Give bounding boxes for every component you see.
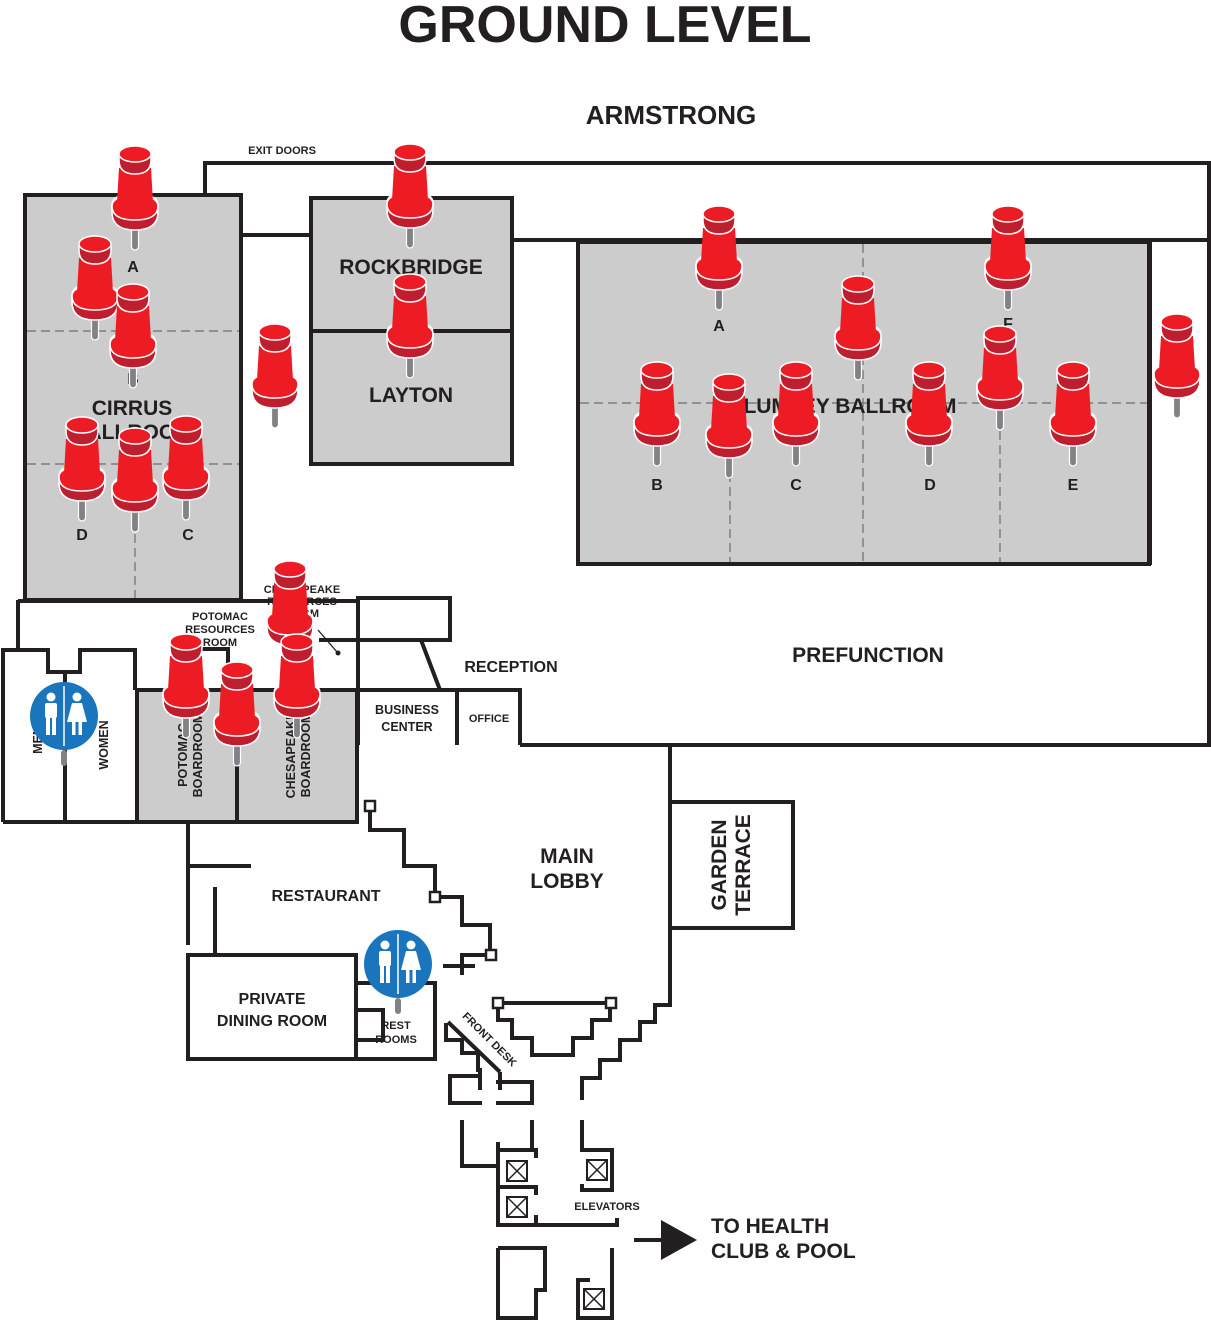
label-business-2: CENTER <box>381 720 432 734</box>
garden-terrace[interactable] <box>668 800 795 930</box>
label-business-1: BUSINESS <box>375 703 439 717</box>
cirrus-room[interactable] <box>23 193 243 602</box>
reception-counter <box>319 596 452 745</box>
page-title: GROUND LEVEL <box>398 0 811 54</box>
lobby-stage <box>496 1003 612 1057</box>
cirrus-section-d: D <box>76 527 88 544</box>
label-armstrong: ARMSTRONG <box>586 100 756 130</box>
label-rockbridge: ROCKBRIDGE <box>339 256 483 279</box>
lumley-section-a: A <box>713 318 725 335</box>
label-exit-doors: EXIT DOORS <box>248 145 316 157</box>
label-potomac-board-1: POTOMAC <box>176 723 190 787</box>
lumley-section-f: F <box>1003 316 1013 333</box>
label-elevators: ELEVATORS <box>574 1201 639 1213</box>
label-private-1: PRIVATE <box>239 991 306 1008</box>
lumley-section-e: E <box>1068 477 1079 494</box>
label-main-lobby-2: LOBBY <box>530 870 604 893</box>
label-rest-1: REST <box>381 1020 411 1032</box>
cirrus-section-c: C <box>182 527 194 544</box>
elevator-icon <box>583 1288 605 1310</box>
restroom-icon[interactable] <box>363 929 433 1015</box>
label-garden-2: TERRACE <box>732 814 755 916</box>
elevator-icon <box>586 1159 608 1181</box>
pushpin-icon[interactable] <box>251 323 299 429</box>
cirrus-ballroom[interactable]: CIRRUS BALLROOM A B C D <box>23 193 243 602</box>
cirrus-section-a: A <box>127 259 139 276</box>
label-health-1: TO HEALTH <box>711 1215 829 1238</box>
label-restaurant: RESTAURANT <box>271 888 380 905</box>
front-desk-counter <box>444 1023 482 1090</box>
cirrus-label-1: CIRRUS <box>92 397 173 420</box>
label-layton: LAYTON <box>369 384 453 407</box>
label-potomac-res-3: ROOM <box>203 637 237 649</box>
label-reception: RECEPTION <box>464 659 557 676</box>
private-dining-room[interactable] <box>186 953 358 1061</box>
label-private-2: DINING ROOM <box>217 1013 327 1030</box>
reception-wall <box>419 639 522 745</box>
lumley-section-b: B <box>651 477 663 494</box>
label-garden-1: GARDEN <box>708 819 731 910</box>
elevator-bank-west <box>496 1142 619 1227</box>
label-main-lobby-1: MAIN <box>540 845 594 868</box>
elevator-icon <box>506 1160 528 1182</box>
elevator-icon <box>506 1196 528 1218</box>
label-rest-2: ROOMS <box>375 1034 417 1046</box>
label-office: OFFICE <box>469 713 509 725</box>
outer-wall-east <box>203 161 1211 747</box>
label-potomac-board-2: BOARDROOM <box>191 713 205 798</box>
label-chesapeake-board-2: BOARDROOM <box>299 713 313 798</box>
service-room <box>496 1246 547 1320</box>
label-women: WOMEN <box>97 720 111 769</box>
health-club-direction[interactable]: TO HEALTH CLUB & POOL <box>634 1215 856 1263</box>
label-health-2: CLUB & POOL <box>711 1240 856 1263</box>
pushpin-icon[interactable] <box>1153 313 1201 419</box>
lumley-section-d: D <box>924 477 936 494</box>
lobby-east-wall <box>580 745 672 1100</box>
lumley-section-c: C <box>790 477 802 494</box>
label-potomac-res-1: POTOMAC <box>192 611 248 623</box>
arrow-right-icon <box>661 1220 697 1260</box>
label-prefunction: PREFUNCTION <box>792 644 944 667</box>
elevator-bank-east <box>580 1120 614 1192</box>
label-potomac-res-2: RESOURCES <box>185 624 255 636</box>
